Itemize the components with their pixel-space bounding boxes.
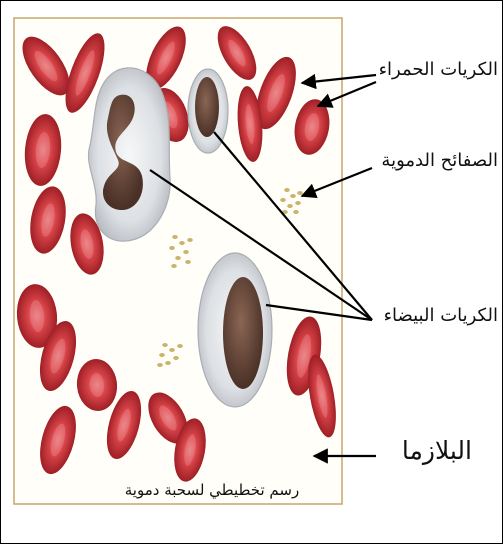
white-blood-cell-granulocyte — [88, 68, 170, 241]
white-blood-cell-large — [198, 253, 272, 407]
label-red-blood-cells: الكريات الحمراء — [372, 59, 498, 80]
label-plasma: البلازما — [372, 436, 472, 465]
label-white-blood-cells: الكريات البيضاء — [372, 305, 498, 326]
figure-caption: رسم تخطيطي لسحبة دموية — [112, 481, 312, 499]
label-platelets: الصفائح الدموية — [372, 150, 498, 171]
